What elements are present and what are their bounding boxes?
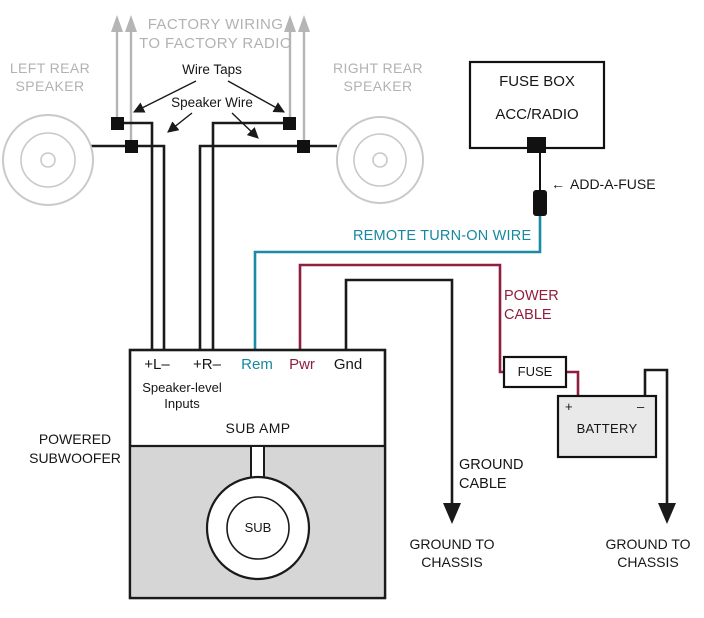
amp-terminal-left-input: +L–	[144, 356, 170, 373]
speaker-wire-label: Speaker Wire	[171, 95, 253, 110]
remote-turn-on-label: REMOTE TURN-ON WIRE	[353, 228, 532, 244]
battery-positive-terminal: +	[565, 399, 573, 414]
left-speaker	[2, 114, 94, 206]
left-arrow-icon: ←	[551, 176, 565, 192]
up-arrow-icon	[111, 15, 123, 32]
right-speaker	[336, 116, 424, 204]
left-speaker-wire	[88, 144, 166, 350]
wire-tap	[283, 117, 296, 130]
wire-tap	[125, 140, 138, 153]
add-a-fuse-text: ADD-A-FUSE	[570, 176, 656, 192]
factory-wiring-label: FACTORY WIRING TO FACTORY RADIO	[139, 16, 292, 52]
wire-tap	[297, 140, 310, 153]
powered-subwoofer-box	[128, 348, 387, 600]
up-arrow-icon	[125, 15, 137, 32]
ground-to-chassis-amp-label: GROUND TO CHASSIS	[409, 536, 495, 570]
speaker-wire-arrow	[231, 112, 259, 139]
right-speaker-wire	[211, 121, 290, 350]
down-arrow-icon	[658, 503, 676, 524]
powered-subwoofer-label: POWERED SUBWOOFER	[29, 431, 121, 466]
ground-wires	[344, 278, 676, 524]
ground-to-chassis-battery-label: GROUND TO CHASSIS	[605, 536, 691, 570]
left-rear-speaker-label: LEFT REAR SPEAKER	[9, 60, 91, 94]
sub-amp-label: SUB AMP	[225, 420, 291, 436]
sub-label: SUB	[244, 520, 272, 535]
left-speaker-wire	[117, 121, 154, 350]
amp-terminal-power: Pwr	[289, 356, 315, 373]
battery-negative-terminal: –	[637, 399, 645, 414]
ground-cable-wire	[344, 278, 454, 505]
inline-fuse-label: FUSE	[517, 364, 553, 379]
up-arrow-icon	[284, 15, 296, 32]
wire-taps-arrow	[132, 80, 197, 113]
power-cable-label: POWER CABLE	[504, 288, 559, 323]
up-arrow-icon	[298, 15, 310, 32]
battery	[556, 394, 658, 459]
ground-cable-label: GROUND CABLE	[459, 457, 524, 492]
fuse-box-connector	[527, 137, 546, 153]
right-rear-speaker-label: RIGHT REAR SPEAKER	[332, 60, 424, 94]
speaker-wires	[88, 121, 337, 350]
wire-taps-arrow	[227, 80, 285, 113]
fuse-box	[468, 60, 606, 150]
down-arrow-icon	[443, 503, 461, 524]
battery-label: BATTERY	[576, 421, 638, 436]
battery-ground-wire	[643, 368, 669, 505]
fuse-box-title: FUSE BOX	[499, 73, 575, 90]
amp-terminal-right-input: +R–	[193, 356, 221, 373]
fuse-box-circuit-label: ACC/RADIO	[495, 106, 579, 123]
speaker-wire-arrow	[167, 112, 193, 133]
remote-turn-on-wire	[253, 215, 542, 350]
right-speaker-wire	[198, 144, 337, 350]
add-a-fuse-label: ← ADD-A-FUSE	[551, 176, 656, 194]
inline-fuse	[502, 355, 568, 389]
sub-connector	[250, 445, 265, 479]
add-a-fuse-holder	[533, 190, 547, 216]
wire-taps-label: Wire Taps	[182, 62, 242, 77]
speaker-level-inputs-label: Speaker-level Inputs	[142, 380, 222, 411]
wire-taps	[111, 117, 310, 153]
power-cable-wire	[298, 263, 580, 397]
annotation-arrows	[132, 80, 285, 139]
amp-terminal-remote: Rem	[241, 356, 273, 373]
wire-tap	[111, 117, 124, 130]
amp-terminal-ground: Gnd	[333, 356, 363, 373]
